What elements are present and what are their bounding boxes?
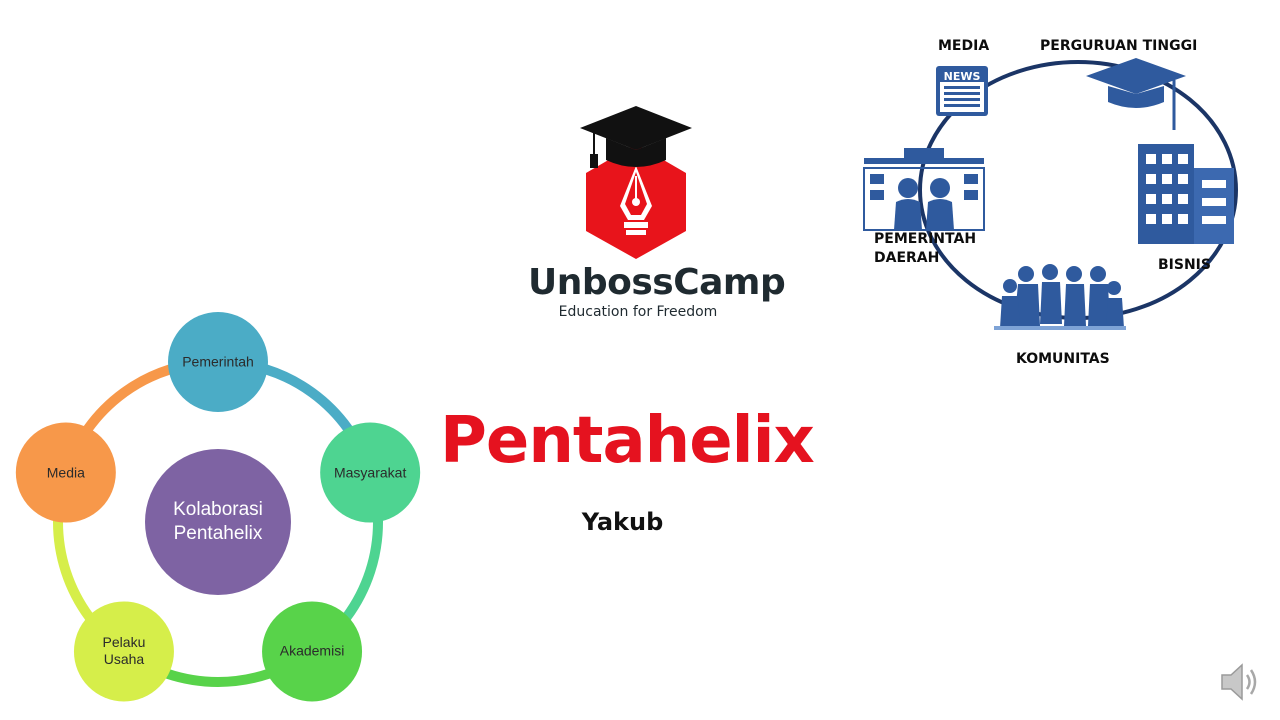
cycle-node-label: Masyarakat — [333, 464, 407, 481]
cycle-node-label: Akademisi — [279, 642, 345, 659]
cycle-node-label: Pelaku Usaha — [102, 634, 146, 668]
pen-nib-icon — [620, 166, 652, 235]
cycle-node-circle — [73, 601, 174, 702]
center-label: Kolaborasi Pentahelix — [173, 499, 263, 544]
cycle-node-label: Media — [46, 464, 85, 481]
label-media: MEDIA — [938, 38, 990, 54]
label-perguruan-tinggi: PERGURUAN TINGGI — [1040, 38, 1198, 54]
slide-title: Pentahelix — [440, 404, 815, 478]
graduation-cap-icon — [580, 106, 692, 168]
community-icon — [994, 264, 1126, 330]
label-komunitas: KOMUNITAS — [1016, 351, 1110, 367]
building-icon — [1138, 144, 1234, 244]
government-office-icon — [863, 148, 985, 231]
author-name: Yakub — [581, 508, 664, 536]
logo-emblem — [580, 106, 692, 259]
center-circle — [145, 449, 291, 595]
label-bisnis: BISNIS — [1158, 257, 1211, 273]
label-pemerintah-daerah: PEMERINTAH DAERAH — [874, 231, 977, 266]
cycle-node-circle — [262, 601, 363, 702]
speaker-icon[interactable] — [1218, 660, 1264, 704]
graduation-cap-icon — [1086, 58, 1186, 130]
logo-tagline: Education for Freedom — [558, 304, 718, 320]
cycle-node-label: Pemerintah — [182, 353, 254, 370]
cycle-node-circle — [320, 422, 421, 523]
logo-wordmark: UnbossCamp — [528, 262, 786, 303]
cycle-node-circle — [15, 422, 116, 523]
news-text: NEWS — [944, 70, 981, 83]
newspaper-icon: NEWS — [936, 66, 988, 116]
stakeholder-svg: NEWS — [863, 58, 1238, 330]
cycle-node-circle — [168, 312, 268, 412]
cycle-svg — [15, 312, 421, 702]
